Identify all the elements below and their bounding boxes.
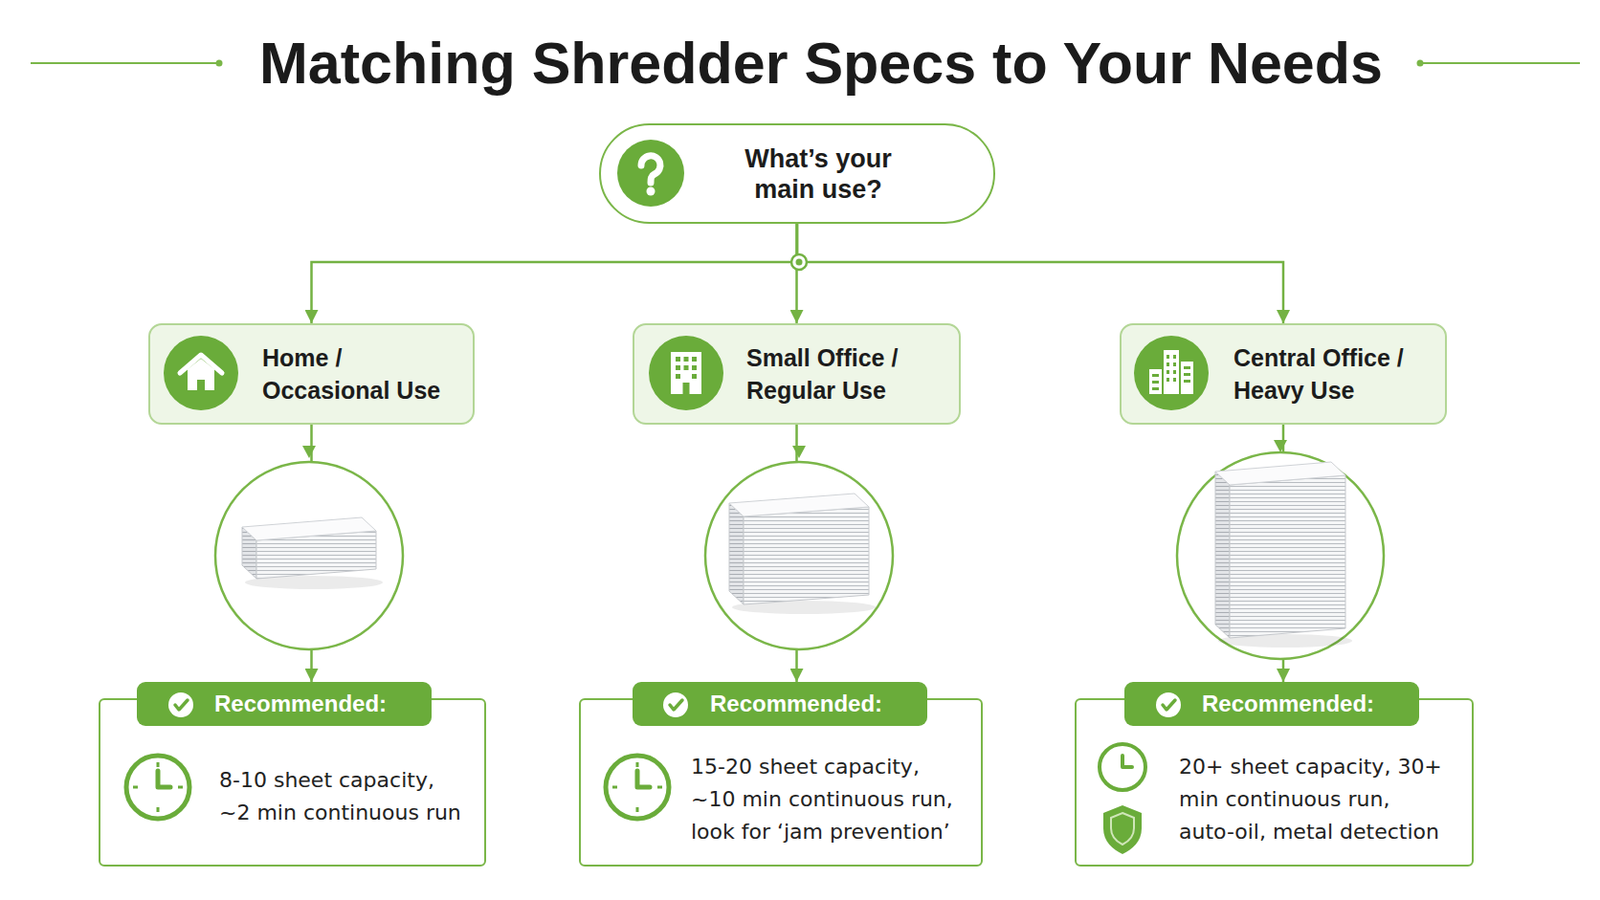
shield-inner <box>1111 813 1134 845</box>
question-mark <box>641 155 661 183</box>
title-rule-dot <box>216 60 223 67</box>
illustration-circle <box>705 462 893 650</box>
recommendation-text: 20+ sheet capacity, 30+ min continuous r… <box>1178 751 1447 849</box>
building-windows <box>1152 355 1191 391</box>
house-roof <box>179 355 223 374</box>
junction-dot <box>796 259 803 267</box>
question-dot <box>646 187 656 197</box>
recommendation-box: Recommended: 15-20 sheet capacity, ~10 mi… <box>578 682 983 867</box>
icon-disc <box>1133 335 1209 411</box>
arrow-head <box>792 445 806 459</box>
clock-ticks <box>133 762 183 813</box>
recommendation-text: 8-10 sheet capacity, ~2 min continuous r… <box>219 764 472 830</box>
recommended-tab: Recommended: <box>1124 682 1420 727</box>
category-box: Small Office / Regular Use <box>632 323 961 425</box>
check-mark <box>1162 700 1176 711</box>
category-label: Small Office / Regular Use <box>746 341 948 407</box>
shield-icon <box>1103 805 1142 855</box>
stack-front <box>1229 475 1346 639</box>
home-icon <box>163 335 239 411</box>
building-body <box>1163 350 1179 395</box>
clock-icon <box>126 755 190 820</box>
stack-front <box>743 507 869 605</box>
stack-top <box>1215 462 1346 486</box>
office-icon <box>648 335 724 411</box>
illustration-circle <box>215 462 403 650</box>
title-rule-dot <box>1417 60 1424 67</box>
clock-hands <box>157 771 171 788</box>
check-mark <box>669 700 683 711</box>
clock-hands <box>1122 755 1133 768</box>
building-body <box>1180 361 1194 395</box>
category-label: Home / Occasional Use <box>262 341 464 407</box>
recommendation-text: 15-20 sheet capacity, ~10 min continuous… <box>690 751 961 849</box>
arrow-head <box>1273 440 1288 453</box>
clock-icon <box>605 755 669 820</box>
check-icon <box>1155 692 1181 718</box>
junction-dot <box>791 254 807 270</box>
clock-icon <box>1099 744 1146 791</box>
paper-stack <box>242 517 383 590</box>
clock-face <box>605 755 669 820</box>
illustration-circle <box>1177 452 1384 660</box>
arrow-head <box>302 445 316 459</box>
building-windows <box>675 356 697 395</box>
check-mark <box>175 700 188 711</box>
shield-body <box>1103 805 1142 855</box>
building-body <box>1149 369 1162 395</box>
flow-connector <box>311 223 799 324</box>
flow-connector <box>797 223 1284 324</box>
category-box: Central Office / Heavy Use <box>1119 323 1447 425</box>
clock-ticks <box>612 762 663 813</box>
icon-disc <box>648 335 724 411</box>
check-disc <box>168 692 194 718</box>
stack-side <box>1215 471 1230 639</box>
title-rule <box>1420 62 1580 65</box>
stack-side <box>729 503 744 605</box>
icon-disc <box>617 139 685 207</box>
check-disc <box>1155 692 1181 718</box>
paper-stack <box>729 493 876 615</box>
recommendation-box: Recommended: 8-10 sheet capacity, ~2 min … <box>98 682 487 867</box>
title-rule <box>30 62 220 65</box>
category-label: Central Office / Heavy Use <box>1233 341 1435 407</box>
question-box: What’s your main use? <box>599 123 996 224</box>
check-icon <box>663 692 689 718</box>
recommendation-box: Recommended: 20+ sheet capacity, 30+ min … <box>1074 682 1474 867</box>
icon-disc <box>163 335 239 411</box>
stack-top <box>729 493 869 517</box>
category-box: Home / Occasional Use <box>148 323 475 425</box>
paper-stack <box>1215 462 1353 648</box>
check-icon <box>168 692 194 718</box>
diagram-title: Matching Shredder Specs to Your Needs <box>237 24 1405 102</box>
recommended-tab: Recommended: <box>632 682 928 727</box>
clock-face <box>1099 744 1146 791</box>
stack-top <box>242 517 377 541</box>
clock-face <box>126 755 190 820</box>
check-disc <box>663 692 689 718</box>
question-text: What’s your main use? <box>732 143 905 205</box>
recommended-tab: Recommended: <box>136 682 432 727</box>
question-icon <box>617 139 685 207</box>
house-body <box>187 358 215 391</box>
clock-hands <box>637 771 650 788</box>
city-icon <box>1133 335 1209 411</box>
building-body <box>670 352 702 395</box>
